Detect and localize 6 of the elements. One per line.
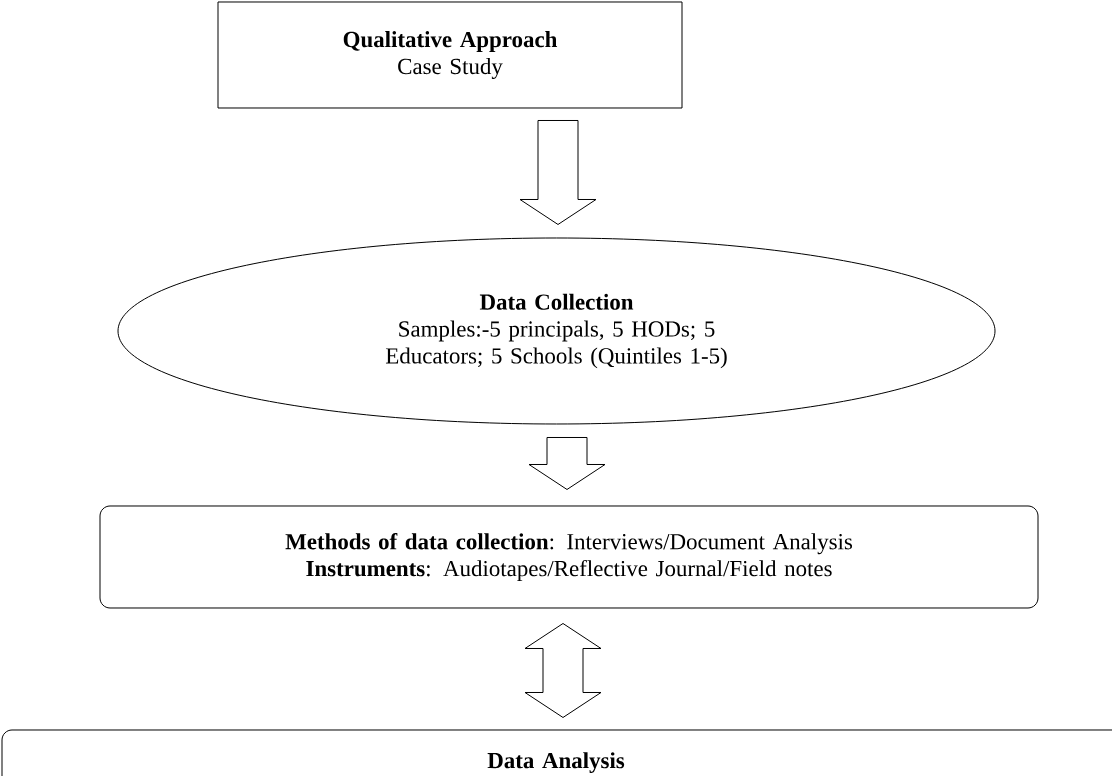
- block-arrow: [524, 623, 602, 718]
- process-box: Methods of data collection: Interviews/Document Analysis Instruments: Audiotapes/Reflective Journal/Field notes: [99, 505, 1039, 609]
- process-box: Data Analysis: [1, 729, 1112, 776]
- block-arrow: [519, 120, 597, 225]
- block-arrow: [528, 437, 606, 490]
- process-box: Qualitative Approach Case Study: [217, 1, 683, 109]
